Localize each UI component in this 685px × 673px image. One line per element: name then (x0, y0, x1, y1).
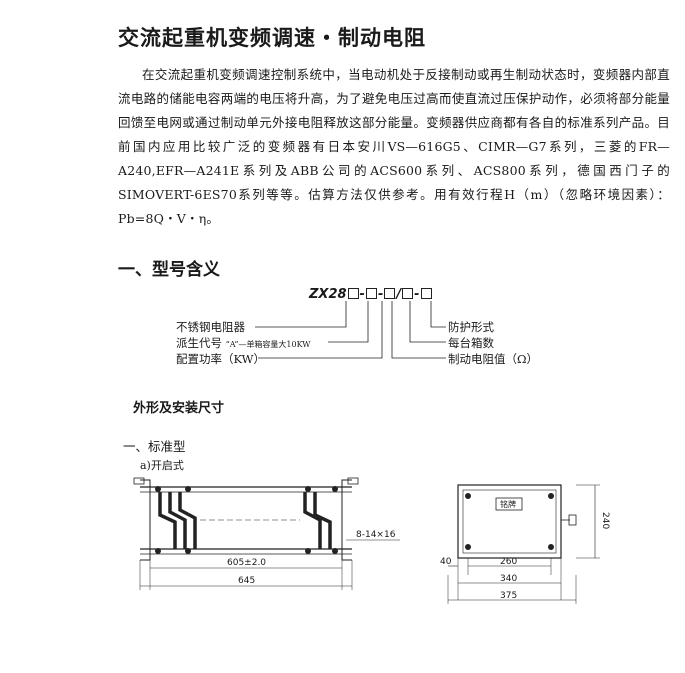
code-box-2 (365, 288, 377, 299)
dim-holes: 8-14×16 (356, 530, 396, 540)
code-box-1 (347, 288, 359, 299)
label-stainless-resistor: 不锈钢电阻器 (176, 320, 245, 334)
dim-605: 605±2.0 (227, 558, 267, 568)
label-power: 配置功率（KW） (176, 352, 266, 366)
page-title: 交流起重机变频调速・制动电阻 (118, 26, 426, 50)
nameplate: 铭牌 (500, 500, 516, 509)
dim-340: 340 (500, 574, 518, 584)
dim-240: 240 (600, 512, 610, 530)
subheading-standard-type: 一、标准型 (123, 439, 186, 454)
code-box-5 (420, 288, 432, 299)
label-derived-code-note: “A”—单箱容量大10KW (225, 340, 311, 349)
model-prefix: ZX28 (309, 287, 347, 302)
code-slash: / (396, 287, 402, 302)
subheading-open-type: a)开启式 (140, 459, 184, 472)
label-derived-code-main: 派生代号 (176, 336, 222, 350)
section-heading-dimensions: 外形及安装尺寸 (133, 401, 225, 416)
dim-40: 40 (440, 557, 452, 567)
label-derived-code: 派生代号 “A”—单箱容量大10KW (176, 335, 311, 351)
code-sep-2: - (377, 287, 384, 302)
dim-260: 260 (500, 557, 518, 567)
intro-paragraph: 在交流起重机变频调速控制系统中，当电动机处于反接制动或再生制动状态时，变频器内部… (118, 67, 670, 226)
dim-375: 375 (500, 591, 518, 601)
label-protection-form: 防护形式 (448, 320, 494, 334)
code-box-3 (384, 288, 396, 299)
code-sep-1: - (359, 287, 365, 302)
section-heading-model: 一、型号含义 (118, 260, 220, 280)
model-code: ZX28--/- (309, 287, 433, 302)
dim-645: 645 (238, 576, 256, 586)
label-resistance: 制动电阻值（Ω） (448, 352, 539, 366)
code-sep-3: - (414, 287, 420, 302)
code-box-4 (402, 288, 414, 299)
label-box-count: 每台箱数 (448, 336, 494, 350)
